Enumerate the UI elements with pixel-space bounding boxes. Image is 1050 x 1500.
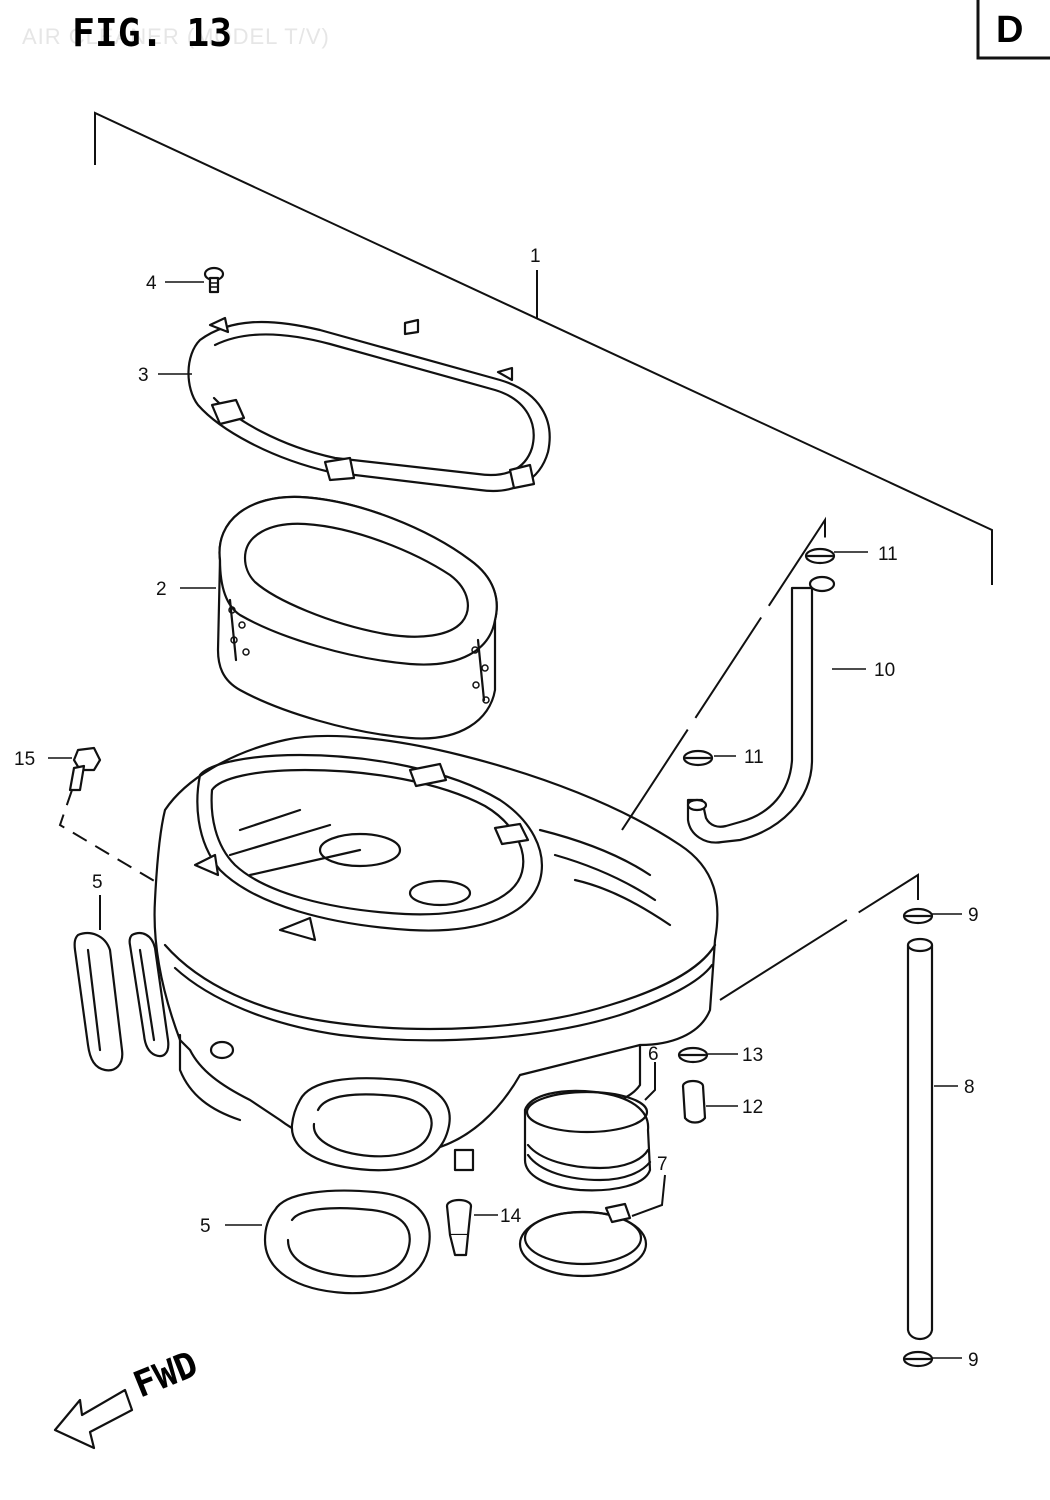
callout-2: 2 [156,579,167,600]
bolt-part-15[interactable] [68,746,102,792]
callout-15: 15 [14,749,35,770]
section-badge-letter: D [996,9,1023,51]
callout-1: 1 [530,246,541,267]
hose-clip-part-11-lower[interactable] [682,749,714,767]
leader-7 [631,1174,666,1217]
callout-9-lower: 9 [968,1350,979,1371]
figure-title: FIG. 13 [72,11,232,55]
filter-element-part-2[interactable] [216,495,498,740]
fwd-label: FWD [128,1344,204,1406]
hose-clip-part-9-upper[interactable] [902,907,934,925]
clip-part-13[interactable] [677,1046,709,1064]
hose-clip-part-9-lower[interactable] [902,1350,934,1368]
callout-3: 3 [138,365,149,386]
assembly-bracket [94,111,993,585]
section-badge: D [976,0,1050,60]
callout-5-upper: 5 [92,872,103,893]
callout-7: 7 [657,1154,668,1175]
case-intake-opening [290,1077,451,1172]
callout-5-lower: 5 [200,1216,211,1237]
callout-11-lower: 11 [744,747,764,768]
plug-part-14[interactable] [445,1198,473,1257]
clamp-part-7[interactable] [518,1202,648,1278]
callout-8: 8 [964,1077,975,1098]
callout-9-upper: 9 [968,905,979,926]
ghost-caption: AIR CLEANER (MODEL T/V) [22,24,330,49]
cap-part-12[interactable] [681,1079,707,1124]
screw-part-4[interactable] [203,266,225,294]
forward-direction-arrow: FWD [53,1344,204,1450]
cleaner-cap-part-3[interactable] [187,316,551,493]
hose-clip-part-11-upper[interactable] [804,547,836,565]
seal-part-5-upper[interactable] [73,932,170,1072]
leader-6 [644,1062,656,1101]
hose-part-10[interactable] [686,575,836,844]
callout-10: 10 [874,660,895,681]
callout-6: 6 [648,1044,659,1065]
seal-part-5-lower[interactable] [263,1189,431,1295]
duct-part-6[interactable] [523,1089,652,1192]
callout-4: 4 [146,273,157,294]
hose-bracket-lower [719,873,919,1001]
air-cleaner-case-part-1[interactable] [153,734,719,1172]
callout-14: 14 [500,1206,522,1227]
hose-bracket-upper [621,516,826,831]
hose-part-8[interactable] [906,937,934,1341]
callout-13: 13 [742,1045,763,1066]
callout-12: 12 [742,1097,763,1118]
callout-11-upper: 11 [878,544,898,565]
